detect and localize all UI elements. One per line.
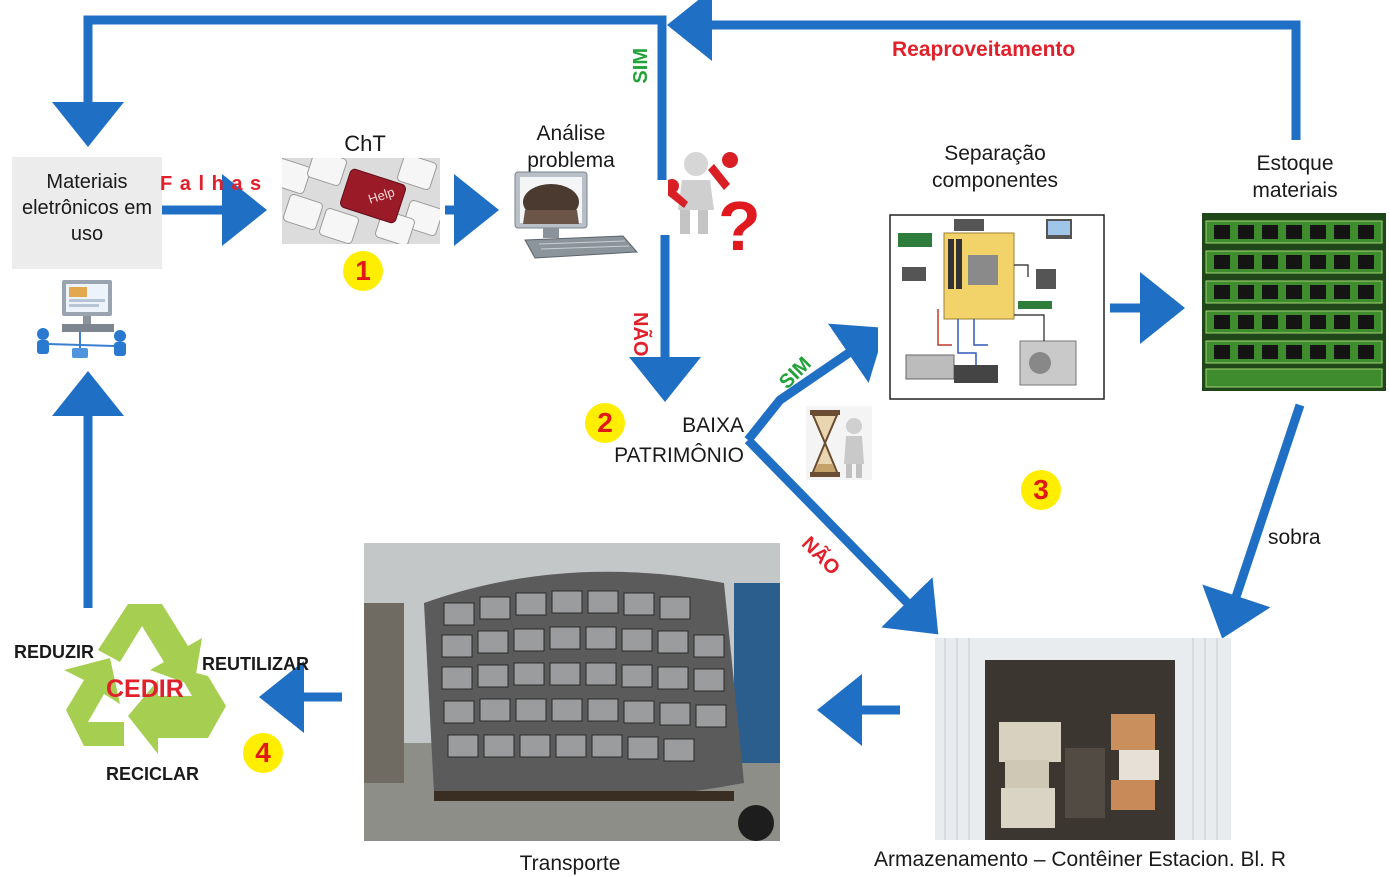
nao-diag-arrow [744,436,939,635]
badge-3: 3 [1021,470,1061,510]
stock-label: Estoque materiais [1252,152,1338,203]
recycle-icon [64,604,226,754]
cedir-reutilizar-label: REUTILIZAR [202,654,309,674]
keyboard-help-image: Help [282,158,440,244]
ram-modules-image [1202,213,1386,391]
cedir-reciclar-label: RECICLAR [106,764,199,784]
container-storage-image [935,638,1231,840]
badge-4: 4 [243,733,283,773]
transport-label: Transporte [519,852,621,875]
analysis-label: Análise problema [527,122,615,173]
baixa-label: BAIXA PATRIMÔNIO [614,414,744,468]
badge-2: 2 [585,403,625,443]
frustrated-user-computer-icon [514,171,639,259]
reaproveitamento-label: Reaproveitamento [892,38,1076,61]
sim-loop-arrow [52,15,667,180]
separation-label: Separação componentes [931,142,1059,193]
sobra-label: sobra [1268,526,1321,549]
computer-components-image [878,205,1106,417]
wrench-repairman-icon [668,152,738,234]
materials-box: Materiais eletrônicos em uso [12,157,162,269]
nao-down-label: NÃO [629,312,651,357]
sobra-arrow [1202,403,1305,639]
hourglass-image [806,406,872,480]
reaproveitamento-arrow [667,0,1301,140]
question-mark: ? [718,187,761,265]
badge-1: 1 [343,251,383,291]
cedir-center-label: CEDIR [106,675,184,703]
cht-label: ChT [344,131,386,156]
materials-label: Materiais eletrônicos em uso [21,171,153,245]
cedir-reduzir-label: REDUZIR [14,642,94,662]
storage-label: Armazenamento – Contêiner Estacion. Bl. … [873,848,1287,871]
sim-diag-arrow [744,323,886,443]
falhas-label: F a l h a s [160,173,263,195]
network-computer-icon [37,280,126,358]
sim-top-label: SIM [630,48,652,84]
ewaste-transport-image [364,543,780,841]
